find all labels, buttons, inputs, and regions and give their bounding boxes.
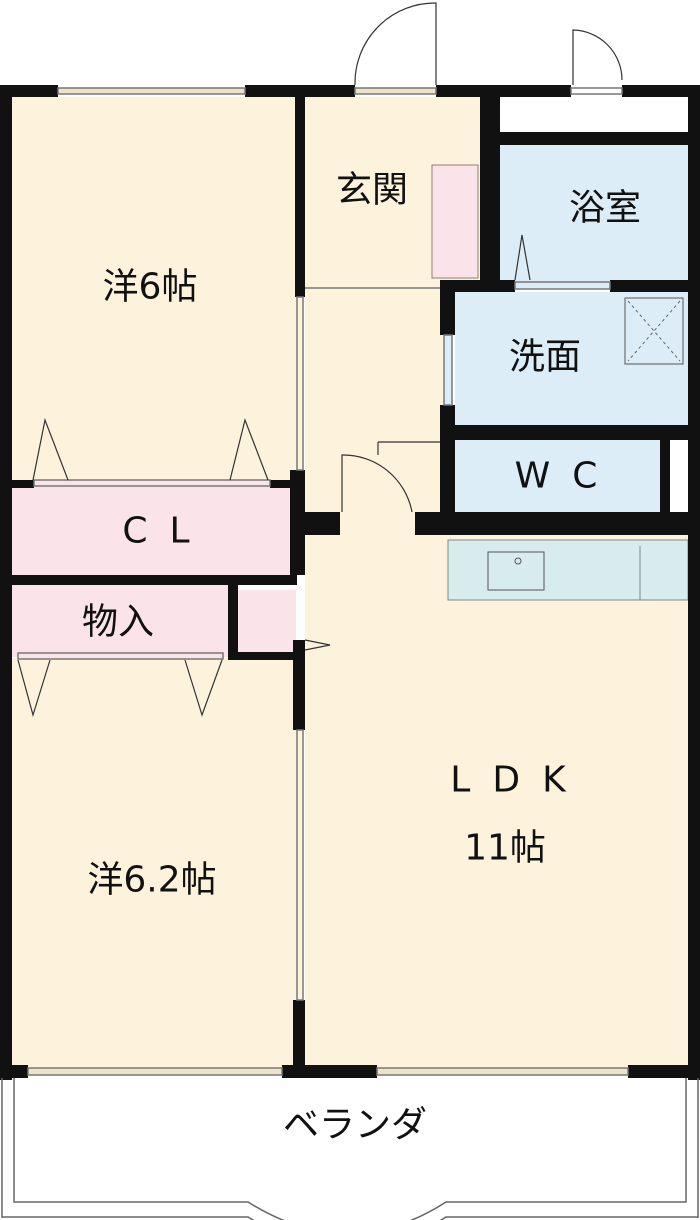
ldk-label: LDK — [450, 759, 588, 801]
washroom-label: 洗面 — [508, 336, 582, 378]
veranda-outline — [1, 1078, 699, 1220]
western-room-1-floor — [12, 97, 297, 487]
washroom-floor — [455, 292, 688, 427]
floors — [12, 97, 690, 1072]
closet-label: CL — [122, 510, 212, 552]
bathroom-label: 浴室 — [568, 187, 642, 229]
washing-machine-space — [624, 297, 684, 365]
toilet-floor — [455, 440, 660, 512]
doors — [17, 2, 623, 718]
western-room-2-floor — [12, 658, 297, 1072]
western-room-1-label: 洋6帖 — [102, 266, 198, 308]
closet-floor — [12, 487, 297, 577]
storage-label: 物入 — [81, 601, 155, 643]
bathroom-floor — [500, 145, 688, 282]
walls — [0, 85, 700, 1080]
ldk-floor — [305, 532, 690, 1072]
toilet-label: WC — [514, 455, 620, 497]
sink — [487, 551, 545, 591]
ldk-size-label: 11帖 — [464, 827, 546, 869]
shoe-box — [431, 164, 479, 279]
western-room-2-label: 洋6.2帖 — [87, 859, 217, 901]
veranda-label: ベランダ — [282, 1104, 428, 1146]
kitchen-counter — [447, 539, 689, 601]
storage-floor — [12, 585, 230, 657]
windows — [17, 87, 629, 1076]
small-storage-floor — [238, 590, 296, 655]
hallway-floor — [305, 282, 445, 532]
entrance-label: 玄関 — [335, 169, 409, 211]
